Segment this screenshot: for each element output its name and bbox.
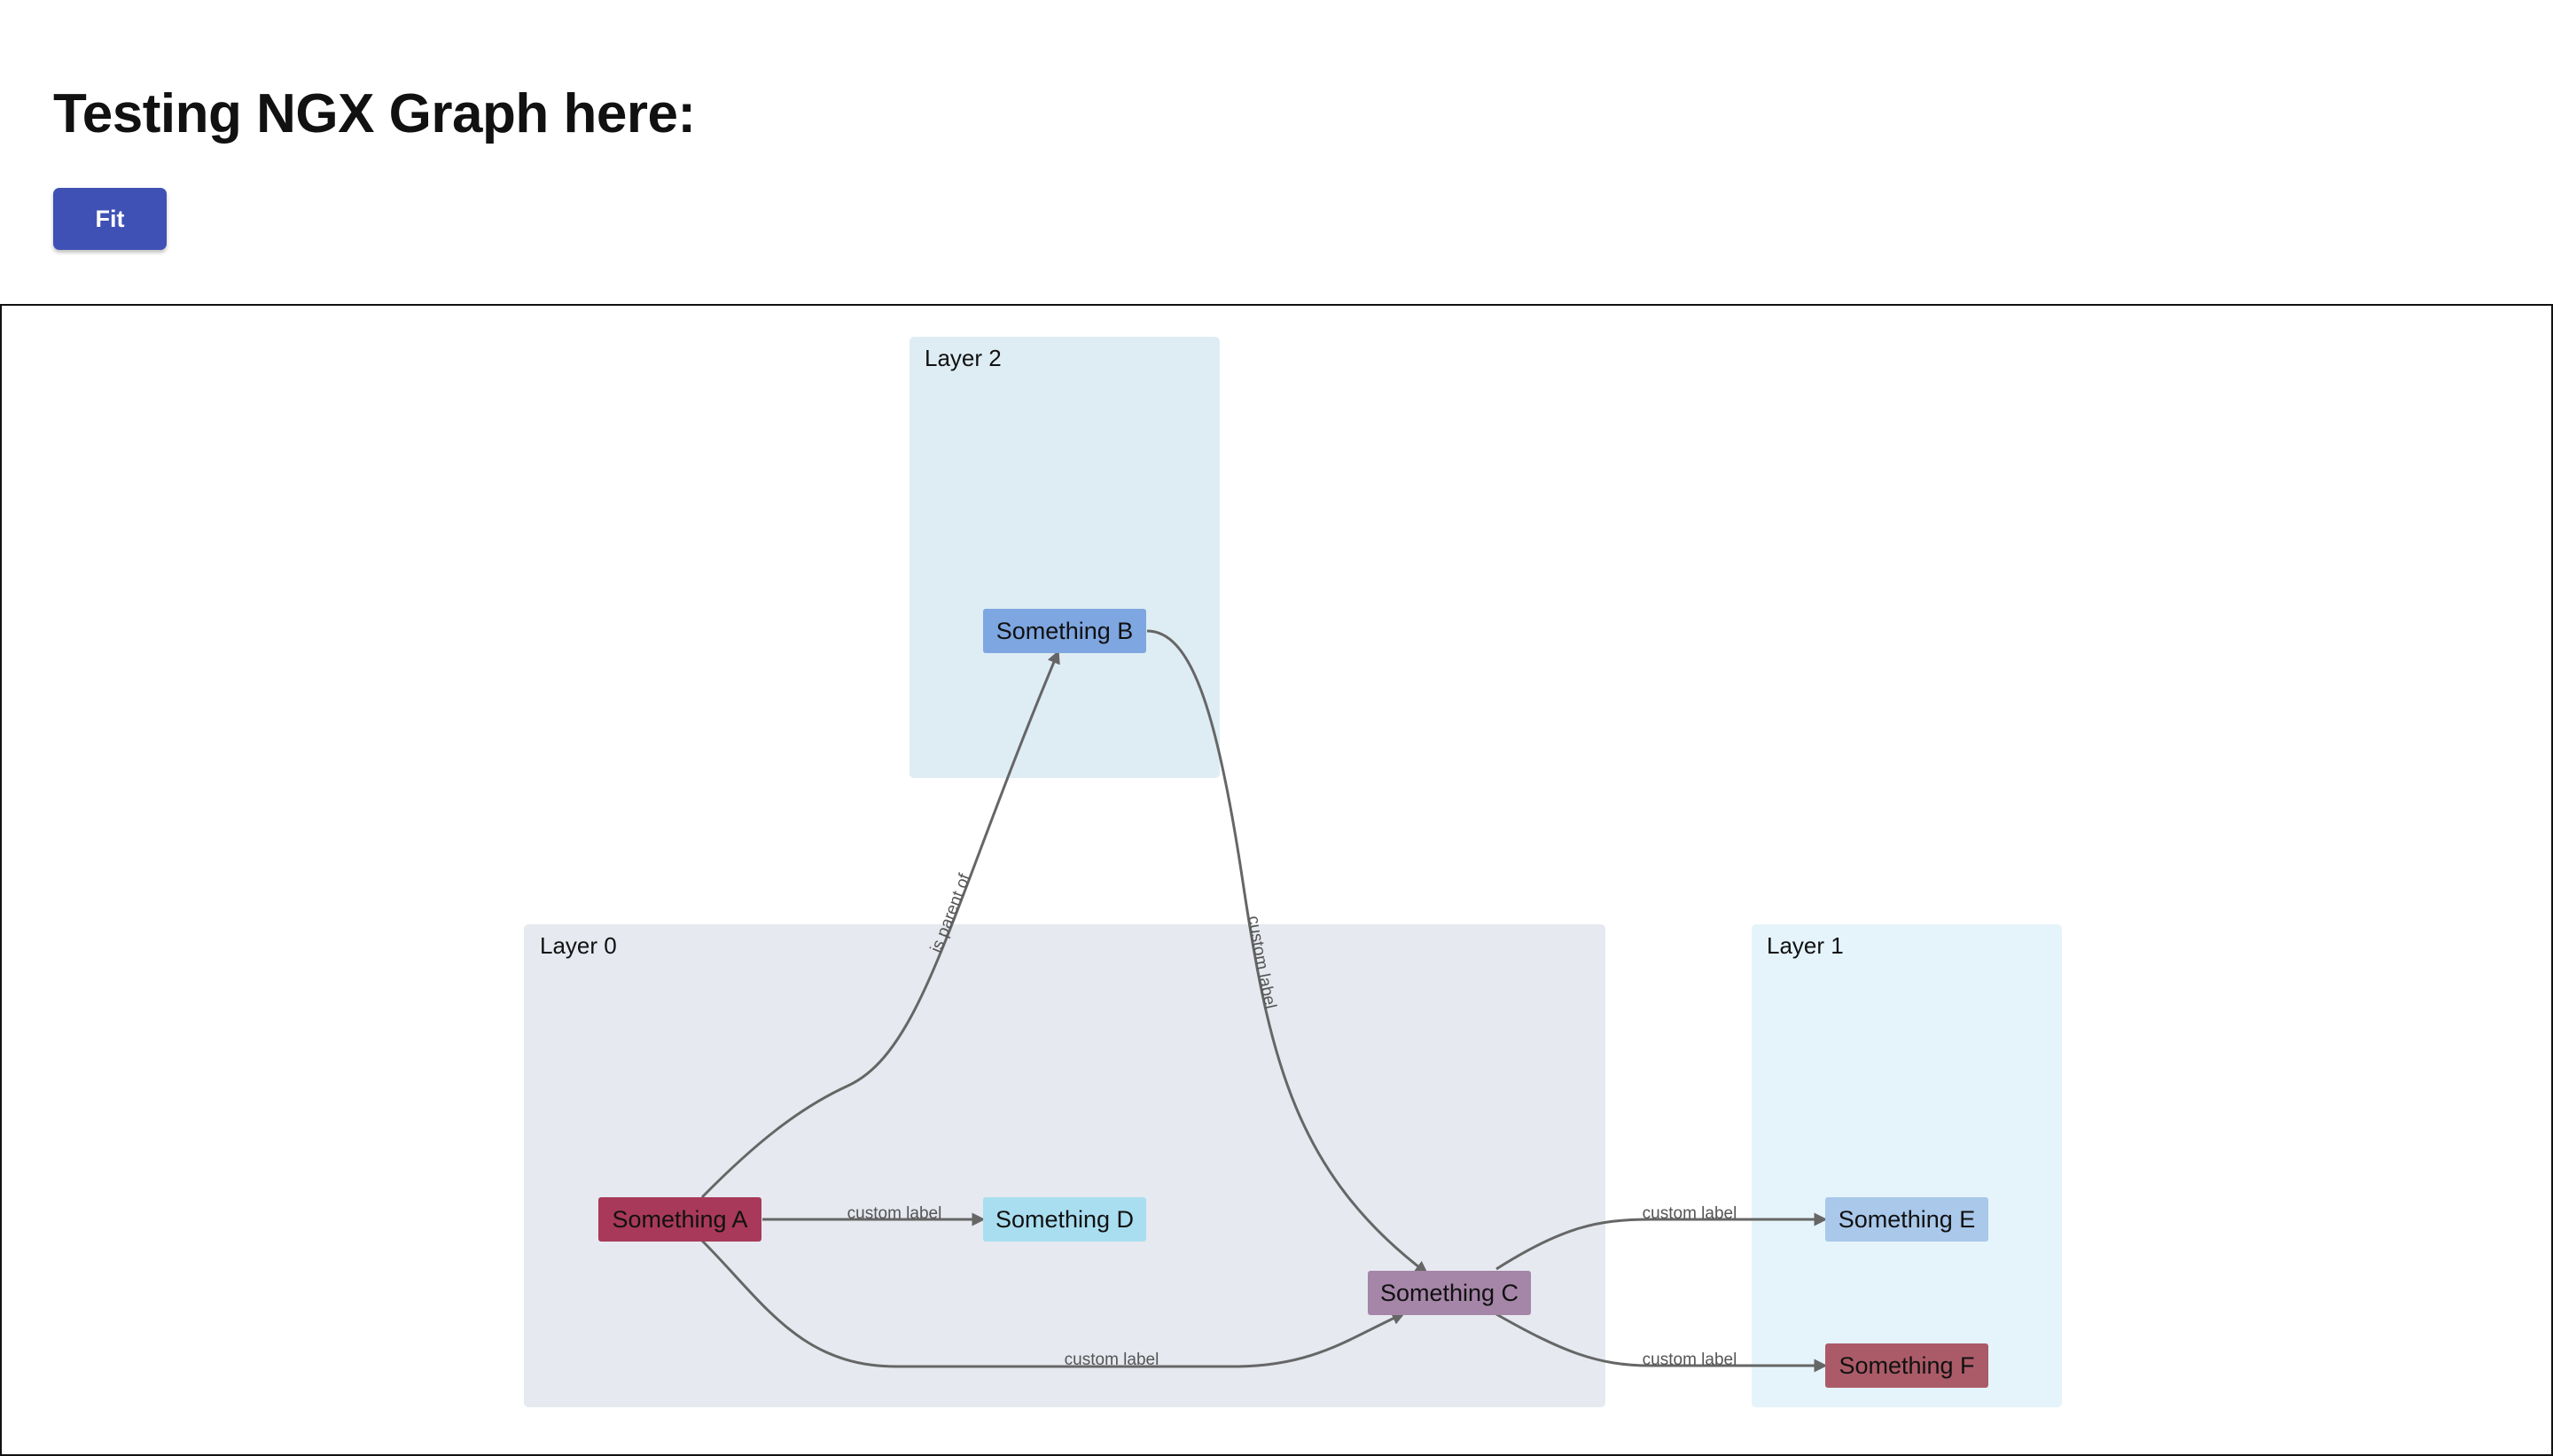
node-something-c-box: [1368, 1271, 1531, 1315]
node-something-b-box: [983, 609, 1146, 653]
cluster-layer-2: Layer 2: [910, 337, 1220, 778]
edge-a-d-label: custom label: [847, 1204, 942, 1223]
edge-a-c[interactable]: custom label: [700, 1239, 1406, 1369]
graph-canvas[interactable]: Layer 2 Layer 0 Layer 1 is parent of cus…: [0, 304, 2553, 1456]
node-something-c-label: Something C: [1380, 1280, 1519, 1306]
node-something-b[interactable]: Something B: [983, 609, 1146, 653]
edge-a-b-path: [700, 650, 1060, 1199]
cluster-layer-1-box: [1752, 924, 2062, 1407]
edge-b-c-path: [1146, 629, 1429, 1275]
edge-c-f[interactable]: custom label: [1495, 1312, 1828, 1373]
node-something-d[interactable]: Something D: [983, 1197, 1146, 1242]
node-something-a-box: [598, 1197, 761, 1242]
edge-a-c-label: custom label: [1065, 1351, 1159, 1369]
edge-c-e-path: [1495, 1212, 1828, 1271]
edge-a-d[interactable]: custom label: [762, 1204, 986, 1226]
cluster-layer-0-box: [524, 924, 1605, 1407]
node-something-f-label: Something F: [1839, 1352, 1974, 1379]
node-something-d-label: Something D: [995, 1206, 1134, 1233]
node-something-a-label: Something A: [612, 1206, 747, 1233]
edge-c-f-path: [1495, 1312, 1828, 1373]
node-something-a[interactable]: Something A: [598, 1197, 761, 1242]
cluster-layer-2-label: Layer 2: [925, 345, 1002, 371]
node-something-b-label: Something B: [996, 618, 1134, 644]
node-something-e[interactable]: Something E: [1825, 1197, 1988, 1242]
node-something-f[interactable]: Something F: [1825, 1343, 1988, 1388]
graph-svg: Layer 2 Layer 0 Layer 1 is parent of cus…: [524, 337, 2062, 1407]
edge-c-f-label: custom label: [1643, 1351, 1737, 1369]
edge-c-e-label: custom label: [1643, 1204, 1737, 1223]
cluster-layer-2-box: [910, 337, 1220, 778]
cluster-layer-0-label: Layer 0: [540, 932, 617, 959]
node-something-e-box: [1825, 1197, 1988, 1242]
cluster-layer-1-label: Layer 1: [1767, 932, 1844, 959]
node-something-c[interactable]: Something C: [1368, 1271, 1531, 1315]
cluster-layer-0: Layer 0: [524, 924, 1605, 1407]
edge-c-e[interactable]: custom label: [1495, 1204, 1828, 1271]
node-something-f-box: [1825, 1343, 1988, 1388]
page-title: Testing NGX Graph here:: [53, 83, 696, 144]
cluster-layer-1: Layer 1: [1752, 924, 2062, 1407]
node-something-d-box: [983, 1197, 1146, 1242]
edge-a-c-path: [700, 1239, 1406, 1368]
node-something-e-label: Something E: [1839, 1206, 1976, 1233]
fit-button[interactable]: Fit: [53, 188, 167, 250]
